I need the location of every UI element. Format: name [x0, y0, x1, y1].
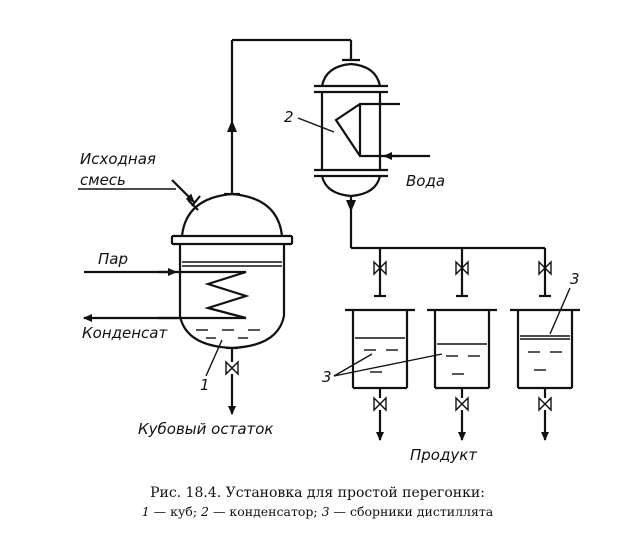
heating-coil	[158, 270, 250, 320]
receiver-3-number: 3	[570, 270, 580, 288]
caption-title: Рис. 18.4. Установка для простой перегон…	[150, 485, 485, 501]
legend-num-3: 3	[321, 504, 330, 519]
distillate-line	[349, 196, 547, 296]
steam-label: Пар	[98, 250, 128, 268]
vapor-up-arrow	[227, 120, 237, 132]
still-vessel	[170, 192, 294, 350]
feed-label-line1: Исходная	[80, 150, 156, 168]
still-number: 1	[200, 376, 210, 394]
legend-num-2: 2	[201, 504, 209, 519]
legend-text-3: — сборники дистиллята	[329, 504, 494, 519]
leader-lines	[205, 117, 571, 377]
water-label: Вода	[406, 172, 445, 190]
figure-caption: Рис. 18.4. Установка для простой перегон…	[0, 484, 635, 521]
legend-num-1: 1	[141, 504, 150, 519]
receiver-2	[427, 308, 497, 441]
vapor-line	[224, 38, 353, 196]
product-label: Продукт	[410, 446, 478, 464]
condenser-number: 2	[284, 108, 294, 126]
distillate-down-arrow	[346, 200, 356, 212]
branch-valves	[373, 260, 552, 298]
legend-text-2: — конденсатор;	[208, 504, 322, 519]
feed-nozzle	[171, 179, 201, 211]
bottoms-outlet	[225, 346, 239, 415]
condensate-label: Конденсат	[82, 324, 168, 342]
feed-label-line2: смесь	[80, 171, 126, 189]
caption-legend: 1 — куб; 2 — конденсатор; 3 — сборники д…	[0, 503, 635, 521]
receiver-3	[510, 308, 580, 441]
legend-text-1: — куб;	[149, 504, 202, 519]
receiver-1	[345, 308, 415, 441]
condenser	[314, 58, 400, 198]
receivers-number: 3	[322, 368, 332, 386]
bottoms-label: Кубовый остаток	[138, 420, 273, 438]
